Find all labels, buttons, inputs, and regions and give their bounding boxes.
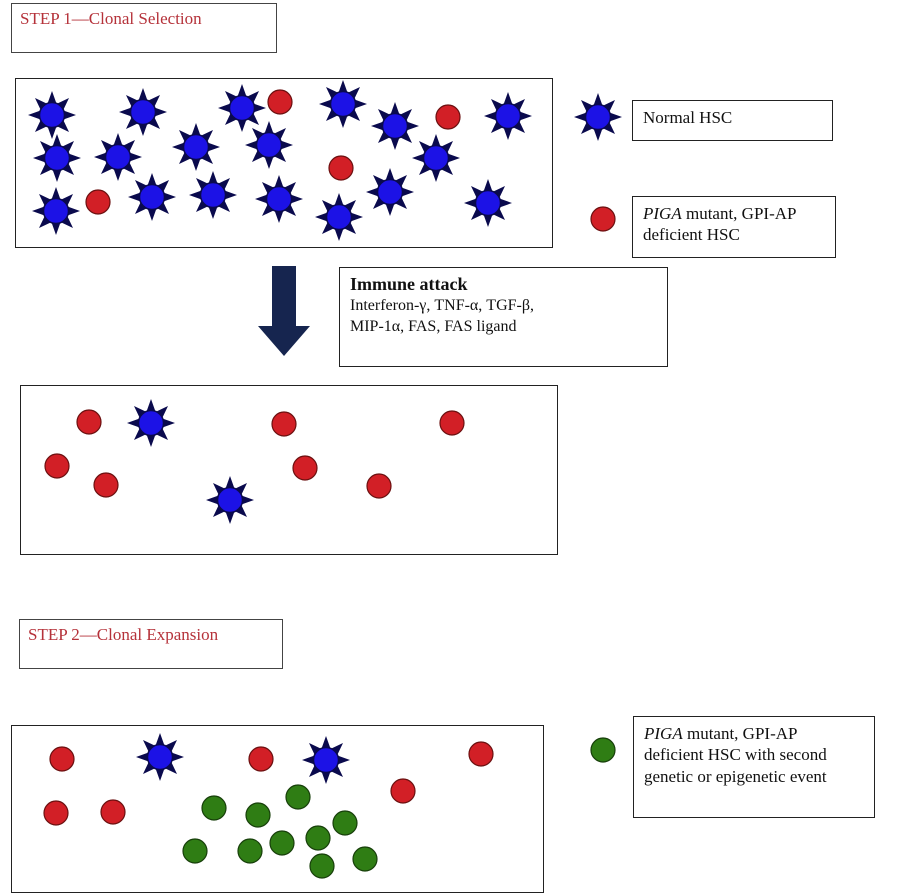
piga-mutant-icon [85, 189, 111, 215]
second-event-cell-icon [182, 838, 208, 864]
step1-label: STEP 1—Clonal Selection [11, 3, 277, 53]
legend-piga-mutant: PIGA mutant, GPI-AP deficient HSC [632, 196, 836, 258]
legend-piga-icon [590, 206, 616, 232]
second-event-cell-icon [245, 802, 271, 828]
normal-hsc-icon [411, 133, 461, 183]
normal-hsc-icon [318, 79, 368, 129]
piga-mutant-icon [390, 778, 416, 804]
second-event-cell-icon [201, 795, 227, 821]
legend-second-event-icon [590, 737, 616, 763]
piga-mutant-icon [271, 411, 297, 437]
piga-mutant-icon [43, 800, 69, 826]
normal-hsc-icon [370, 101, 420, 151]
legend-normal-hsc: Normal HSC [632, 100, 833, 141]
normal-hsc-icon [127, 172, 177, 222]
legend-second-line3: genetic or epigenetic event [644, 766, 827, 786]
legend-piga-label: PIGA mutant, GPI-AP [643, 204, 797, 223]
step2-label: STEP 2—Clonal Expansion [19, 619, 283, 669]
second-event-cell-icon [269, 830, 295, 856]
piga-mutant-icon [468, 741, 494, 767]
legend-second-label: PIGA mutant, GPI-AP [644, 724, 798, 743]
normal-hsc-icon [254, 174, 304, 224]
piga-mutant-icon [93, 472, 119, 498]
second-event-cell-icon [309, 853, 335, 879]
normal-hsc-icon [27, 90, 77, 140]
normal-hsc-icon [301, 735, 351, 785]
piga-mutant-icon [49, 746, 75, 772]
normal-hsc-icon [244, 120, 294, 170]
piga-mutant-icon [292, 455, 318, 481]
normal-hsc-icon [217, 83, 267, 133]
normal-hsc-icon [32, 133, 82, 183]
second-event-cell-icon [305, 825, 331, 851]
panel2-cells [44, 398, 465, 525]
immune-attack-title: Immune attack [350, 274, 468, 294]
panel1-cells [27, 79, 533, 242]
piga-mutant-icon [76, 409, 102, 435]
immune-attack-box: Immune attack Interferon-γ, TNF-α, TGF-β… [339, 267, 668, 367]
normal-hsc-icon [365, 167, 415, 217]
legend-second-event: PIGA mutant, GPI-AP deficient HSC with s… [633, 716, 875, 818]
piga-mutant-icon [328, 155, 354, 181]
panel-clonal-expansion [11, 725, 544, 893]
legend-normal-hsc-text: Normal HSC [643, 108, 733, 127]
normal-hsc-icon [31, 186, 81, 236]
normal-hsc-icon [135, 732, 185, 782]
normal-hsc-icon [171, 122, 221, 172]
second-event-cell-icon [285, 784, 311, 810]
normal-hsc-icon [463, 178, 513, 228]
immune-attack-cytokines-1: Interferon-γ, TNF-α, TGF-β, [350, 297, 534, 315]
piga-mutant-icon [439, 410, 465, 436]
piga-mutant-icon [435, 104, 461, 130]
second-event-cell-icon [237, 838, 263, 864]
legend-second-line2: deficient HSC with second [644, 745, 827, 765]
panel3-cells [43, 732, 494, 879]
second-event-cell-icon [352, 846, 378, 872]
normal-hsc-icon [483, 91, 533, 141]
piga-mutant-icon [44, 453, 70, 479]
normal-hsc-icon [118, 87, 168, 137]
piga-mutant-icon [100, 799, 126, 825]
normal-hsc-icon [93, 132, 143, 182]
normal-hsc-icon [126, 398, 176, 448]
piga-mutant-icon [267, 89, 293, 115]
piga-mutant-icon [366, 473, 392, 499]
immune-attack-cytokines-2: MIP-1α, FAS, FAS ligand [350, 318, 517, 336]
legend-normal-hsc-icon [573, 92, 623, 142]
normal-hsc-icon [314, 192, 364, 242]
piga-mutant-icon [248, 746, 274, 772]
down-arrow-icon [258, 266, 310, 356]
normal-hsc-icon [188, 170, 238, 220]
second-event-cell-icon [332, 810, 358, 836]
normal-hsc-icon [205, 475, 255, 525]
legend-piga-line2: deficient HSC [643, 225, 740, 245]
